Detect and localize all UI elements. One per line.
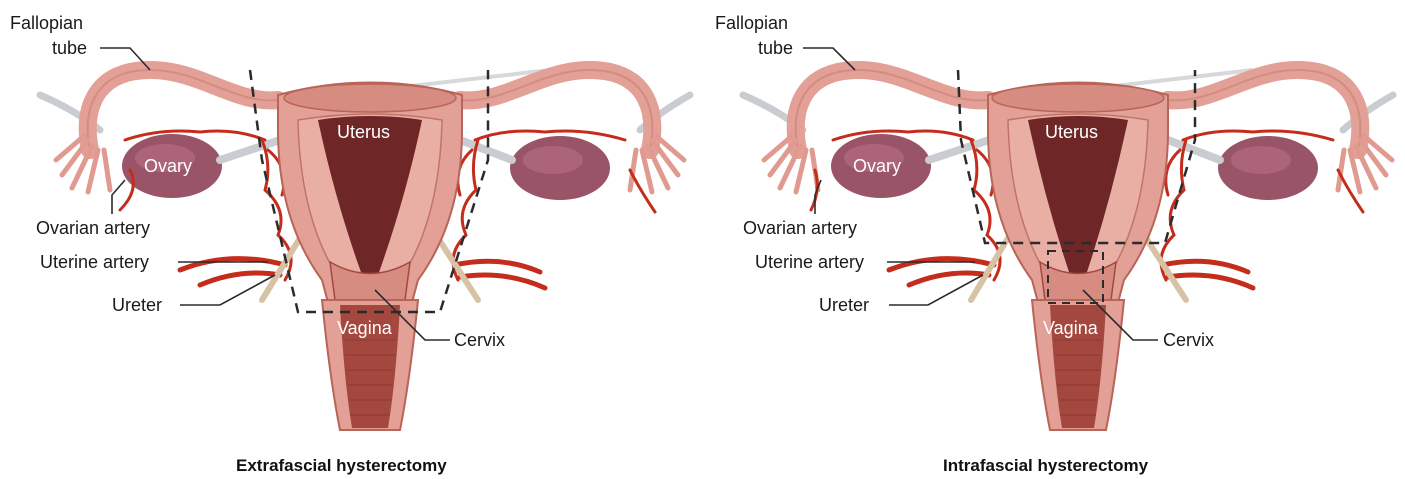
label-cervix: Cervix: [454, 330, 505, 350]
ureter-left: [971, 238, 1008, 300]
label-ovary: Ovary: [144, 156, 192, 176]
label-vagina: Vagina: [337, 318, 392, 338]
label-ureter: Ureter: [819, 295, 869, 315]
label-ureter: Ureter: [112, 295, 162, 315]
anatomy-illustration: [0, 0, 702, 479]
panel-extrafascial: Fallopian tube Ovarian artery Uterine ar…: [0, 0, 702, 479]
ureter-left: [262, 238, 300, 300]
label-uterus: Uterus: [337, 122, 390, 142]
caption-intrafascial: Intrafascial hysterectomy: [943, 456, 1148, 476]
label-fallopian-tube-line2: tube: [758, 38, 793, 58]
label-uterus: Uterus: [1045, 122, 1098, 142]
panel-intrafascial: Fallopian tube Ovarian artery Uterine ar…: [703, 0, 1405, 479]
label-fallopian-tube-line1: Fallopian: [715, 13, 788, 33]
label-ovarian-artery: Ovarian artery: [743, 218, 857, 238]
label-vagina: Vagina: [1043, 318, 1098, 338]
caption-extrafascial: Extrafascial hysterectomy: [236, 456, 447, 476]
label-fallopian-tube-line2: tube: [52, 38, 87, 58]
label-uterine-artery: Uterine artery: [40, 252, 149, 272]
label-ovarian-artery: Ovarian artery: [36, 218, 150, 238]
label-cervix: Cervix: [1163, 330, 1214, 350]
label-ovary: Ovary: [853, 156, 901, 176]
anatomy-illustration: [703, 0, 1405, 479]
label-fallopian-tube-line1: Fallopian: [10, 13, 83, 33]
label-uterine-artery: Uterine artery: [755, 252, 864, 272]
